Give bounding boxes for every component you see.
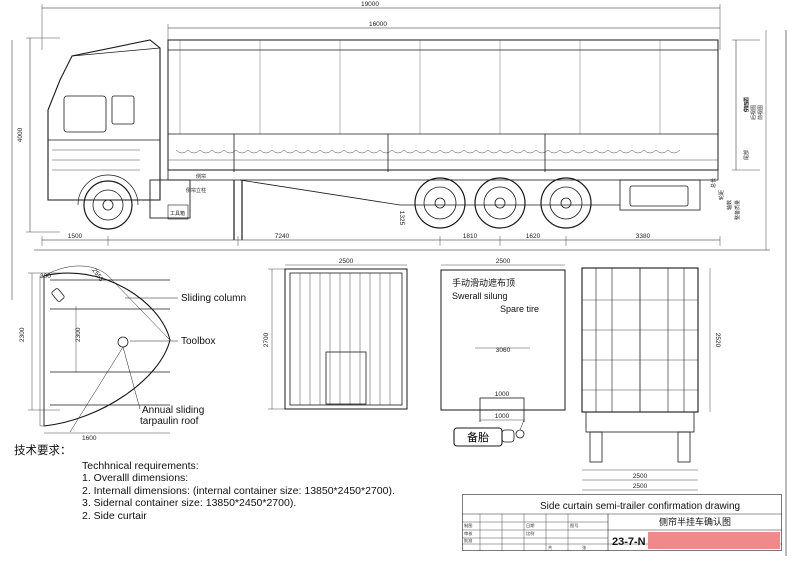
spec-line-6: 轮距 [718,190,725,200]
top-view [440,264,566,447]
top-dim-1000b: 1000 [495,413,510,420]
tb-small-3: 批准 [464,537,472,544]
top-label-cn: 手动滑动遮布顶 [452,277,515,289]
front-dim-1: 300 [40,273,51,280]
title-cn: 侧帘半挂车确认图 [659,516,731,528]
tb-small-6: 图号 [570,523,578,529]
dim-length-total: 19000 [361,1,379,8]
trailer-axle-2 [474,177,526,229]
dim-axle-a: 1810 [463,233,478,240]
title-block: 制图 审核 批准 日期 比例 图号 共 张 Side curtain semi-… [462,494,782,551]
technical-requirements: 技术要求： Techhnical requirements: 1. Overal… [14,444,395,523]
trailer-axle-3 [540,177,592,229]
door-height: 2700 [263,332,270,347]
requirement-item-1: 1. Overalll dimensions: [82,472,189,485]
redacted-block [648,532,780,549]
top-dim-1000a: 1000 [495,391,510,398]
dim-length-body: 16000 [369,21,387,28]
dim-height-total: 4000 [17,127,24,142]
spec-line-5: 总长 [710,178,717,188]
rear-height: 2520 [714,333,721,348]
top-label-en-2: Spare tire [500,304,539,314]
title-en: Side curtain semi-trailer confirmation d… [540,501,740,512]
door-width: 2500 [339,258,354,265]
requirements-heading-en: Techhnical requirements: [82,459,199,472]
top-label-en-1: Swerall silung [452,291,508,301]
label-annual-sliding: Annual sliding [142,405,204,416]
rear-width-2: 2500 [633,483,648,490]
spec-line-3: 前视图 [757,105,764,120]
tb-small-8: 张 [582,544,587,551]
side-cn-2: 侧帘 [196,173,206,180]
dim-rear-overhang: 3380 [636,233,651,240]
requirement-item-4: 2. Side curtair [82,509,147,522]
requirements-heading-cn: 技术要求： [14,443,72,457]
requirement-item-2: 2. Internall dimensions: (internal conta… [82,484,395,497]
spec-line-2: 后视图 [750,105,757,120]
drawing-number: 23-7-N [612,536,646,548]
label-sliding-column: Sliding column [181,293,246,304]
rear-width-1: 2500 [633,473,648,480]
label-toolbox: Toolbox [181,336,215,347]
front-dim-2: 2300 [19,327,26,342]
tb-small-2: 审核 [464,530,473,537]
spec-line-8: 整备质量 [734,200,741,220]
front-dim-4: 1600 [82,435,97,442]
side-cn-1: 侧帘立柱 [186,187,206,194]
spec-line-7: 轴数 [726,200,733,210]
dim-kingpin-span: 7240 [275,233,290,240]
front-dim-3: 2300 [75,327,82,342]
top-width: 2500 [496,258,511,265]
tb-small-4: 日期 [526,523,534,529]
tb-small-5: 比例 [526,530,534,537]
tb-small-1: 制图 [464,522,472,529]
tb-small-7: 共 [548,544,552,551]
top-inner-length: 3060 [496,347,511,354]
rear-door-view [268,264,408,410]
dim-right-1: 2515 [742,98,749,113]
label-tarpaulin-roof: tarpaulin roof [140,416,199,427]
side-cn-3: 工具箱 [170,210,185,217]
rear-view [581,267,711,491]
dim-axle-b: 1620 [526,233,541,240]
front-section-view [28,265,178,434]
dim-front-overhang: 1500 [68,233,83,240]
spare-tire-label: 备胎 [467,430,489,444]
spec-line-4: 尾部 [743,150,750,160]
trailer-axle-1 [414,177,466,229]
side-view [26,4,770,251]
spec-line-1: 侧面图 [743,97,750,112]
requirement-item-3: 3. Sidernal container size: 13850*2450*2… [82,497,297,510]
dim-right-2: 1325 [398,211,405,226]
